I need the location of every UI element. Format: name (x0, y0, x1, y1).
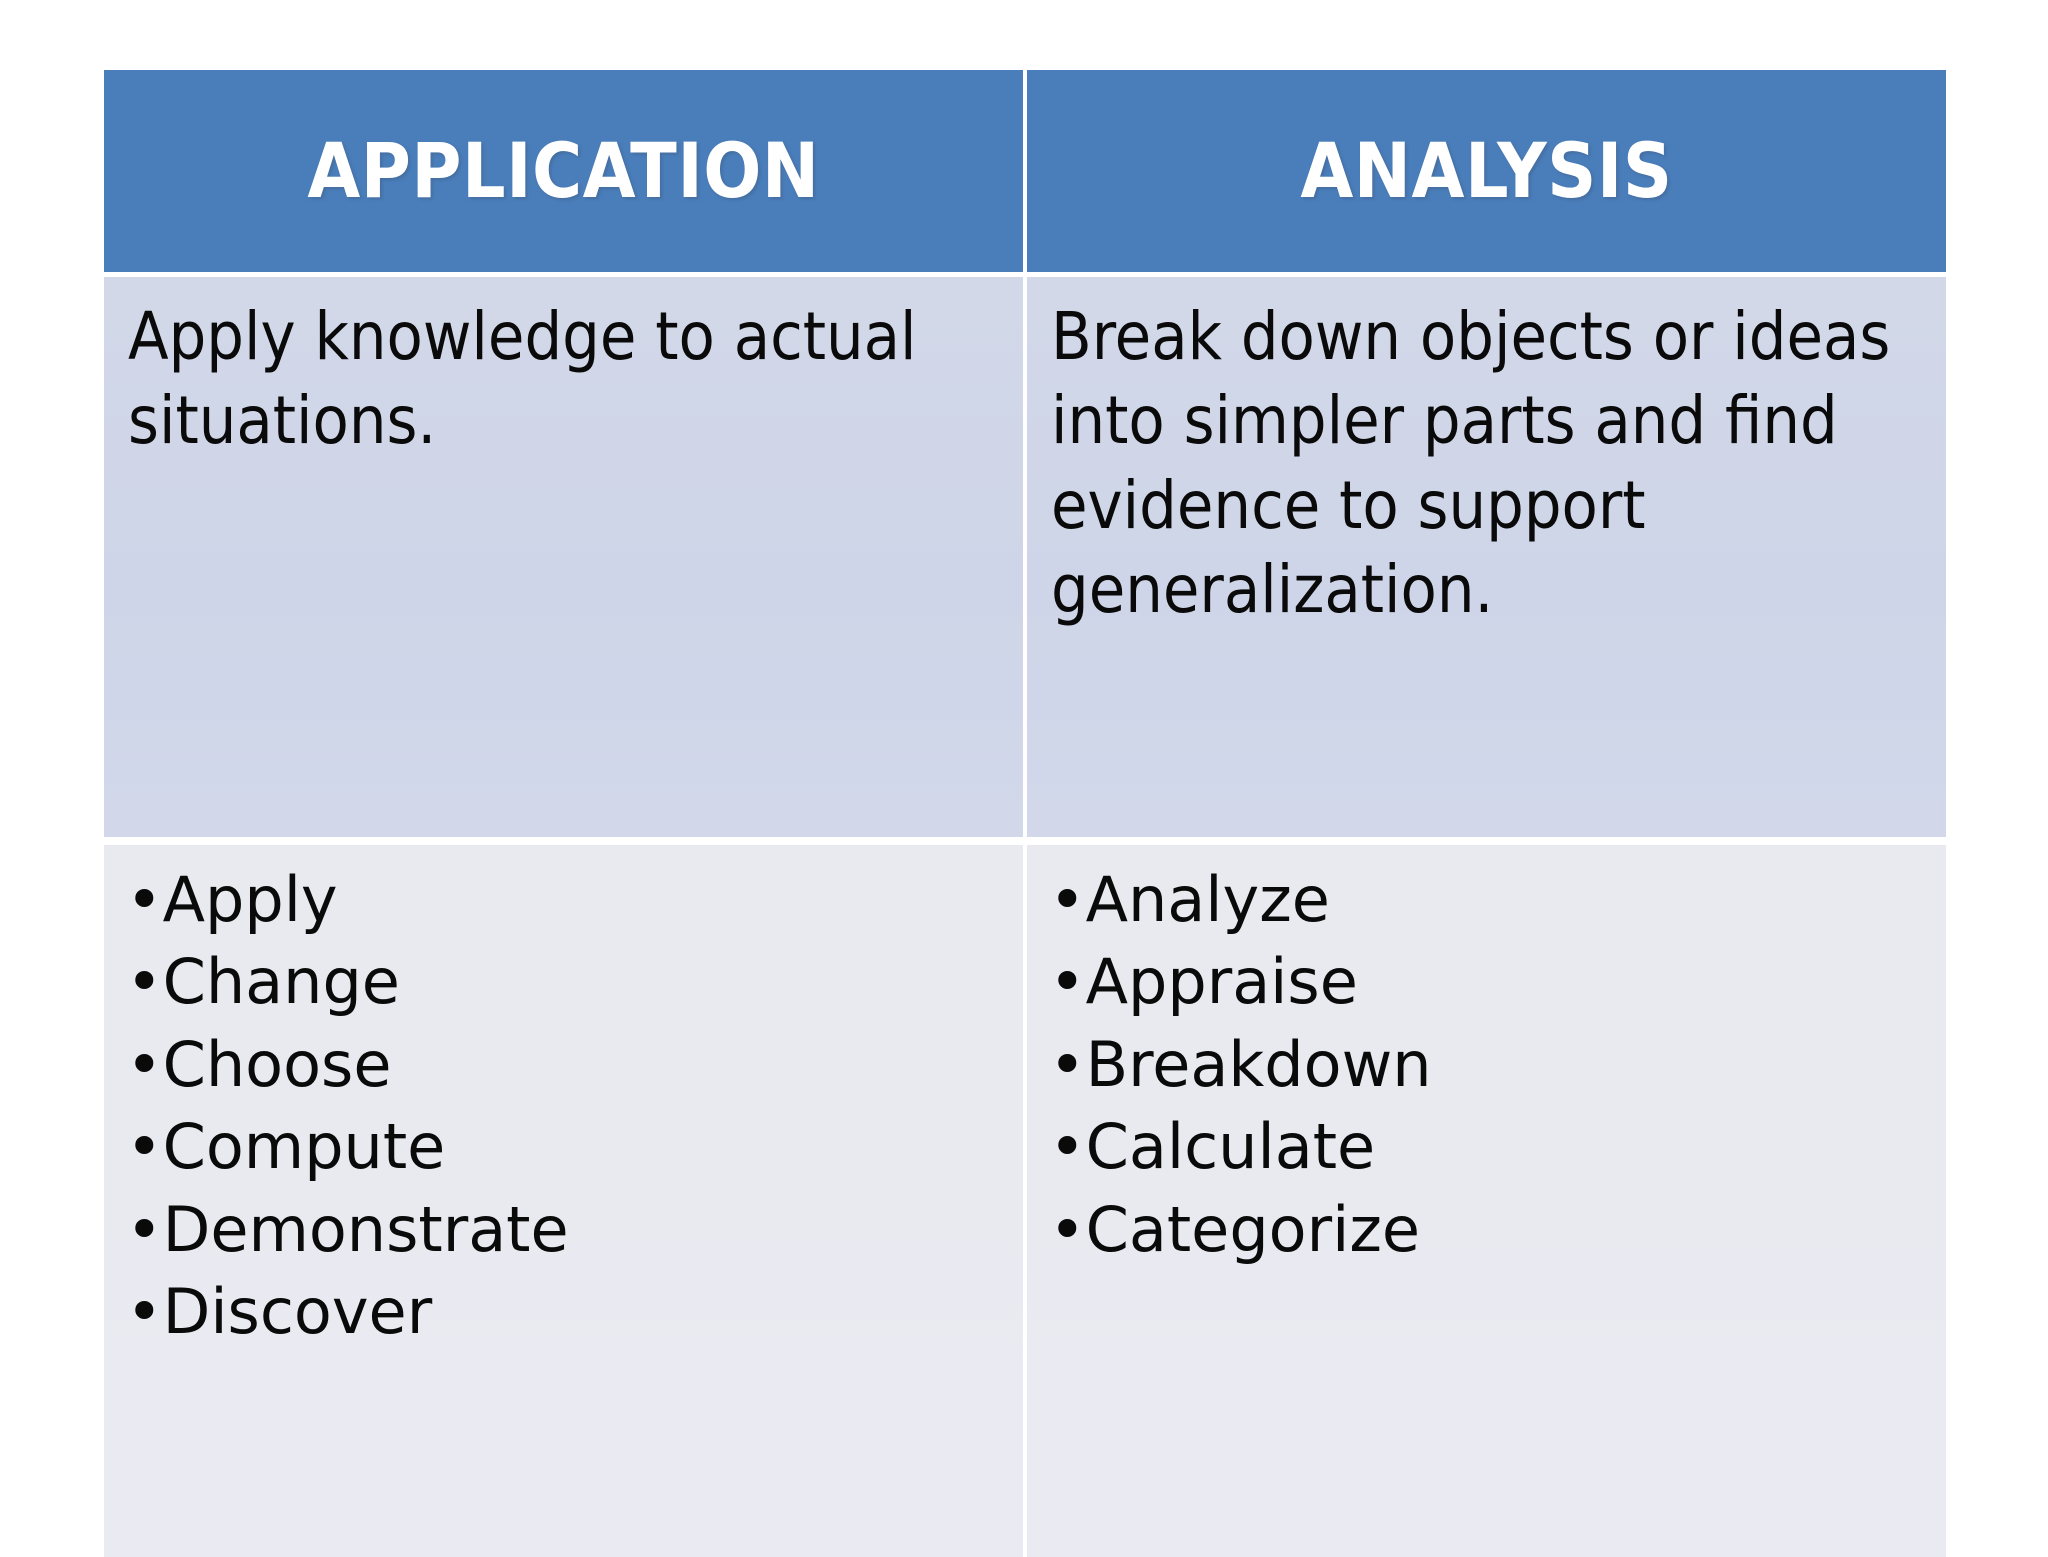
verb-label: Apply (162, 863, 338, 936)
list-item: •Calculate (1049, 1106, 1922, 1188)
verb-list-application: •Apply •Change •Choose •Compute •Demonst… (126, 859, 999, 1354)
list-item: •Demonstrate (126, 1189, 999, 1271)
verb-label: Compute (162, 1110, 446, 1184)
bullet-icon: • (1049, 1192, 1086, 1266)
header-cell-analysis: ANALYSIS (1025, 70, 1946, 277)
verb-label: Categorize (1085, 1192, 1421, 1266)
verb-label: Calculate (1085, 1110, 1376, 1184)
bullet-icon: • (126, 1110, 163, 1184)
bullet-icon: • (126, 1027, 163, 1101)
table-description-row: Apply knowledge to actual situations. Br… (104, 274, 1946, 845)
bullet-icon: • (1049, 945, 1086, 1019)
list-item: •Choose (126, 1024, 999, 1106)
bullet-icon: • (1049, 1110, 1086, 1184)
verb-label: Appraise (1085, 945, 1358, 1019)
list-item: •Discover (126, 1271, 999, 1353)
column-header-title: ANALYSIS (1300, 126, 1673, 215)
description-cell-application: Apply knowledge to actual situations. (104, 274, 1027, 845)
table-verbs-row: •Apply •Change •Choose •Compute •Demonst… (104, 841, 1946, 1557)
column-description-text: Apply knowledge to actual situations. (128, 298, 917, 460)
table-header-row: APPLICATION ANALYSIS (104, 70, 1946, 277)
header-cell-application: APPLICATION (104, 70, 1027, 277)
list-item: •Analyze (1049, 859, 1922, 941)
verbs-cell-application: •Apply •Change •Choose •Compute •Demonst… (104, 841, 1027, 1557)
bullet-icon: • (1049, 1027, 1086, 1101)
verb-label: Demonstrate (162, 1192, 569, 1266)
bullet-icon: • (126, 1275, 163, 1349)
list-item: •Breakdown (1049, 1024, 1922, 1106)
bullet-icon: • (126, 1192, 163, 1266)
verb-label: Choose (162, 1027, 392, 1101)
verb-label: Discover (162, 1275, 433, 1349)
bullet-icon: • (126, 863, 163, 936)
list-item: •Compute (126, 1106, 999, 1188)
verb-list-analysis: •Analyze •Appraise •Breakdown •Calculate… (1049, 859, 1922, 1271)
bullet-icon: • (126, 945, 163, 1019)
bullet-icon: • (1049, 863, 1086, 936)
verbs-cell-analysis: •Analyze •Appraise •Breakdown •Calculate… (1025, 841, 1946, 1557)
column-header-title: APPLICATION (307, 126, 820, 215)
list-item: •Categorize (1049, 1189, 1922, 1271)
column-description-text: Break down objects or ideas into simpler… (1051, 298, 1891, 629)
description-cell-analysis: Break down objects or ideas into simpler… (1025, 274, 1946, 845)
verb-label: Breakdown (1085, 1027, 1432, 1101)
list-item: •Apply (126, 859, 999, 941)
blooms-taxonomy-table: APPLICATION ANALYSIS Apply knowledge to … (104, 70, 1946, 1557)
list-item: •Change (126, 941, 999, 1023)
verb-label: Analyze (1085, 863, 1330, 936)
verb-label: Change (162, 945, 400, 1019)
list-item: •Appraise (1049, 941, 1922, 1023)
